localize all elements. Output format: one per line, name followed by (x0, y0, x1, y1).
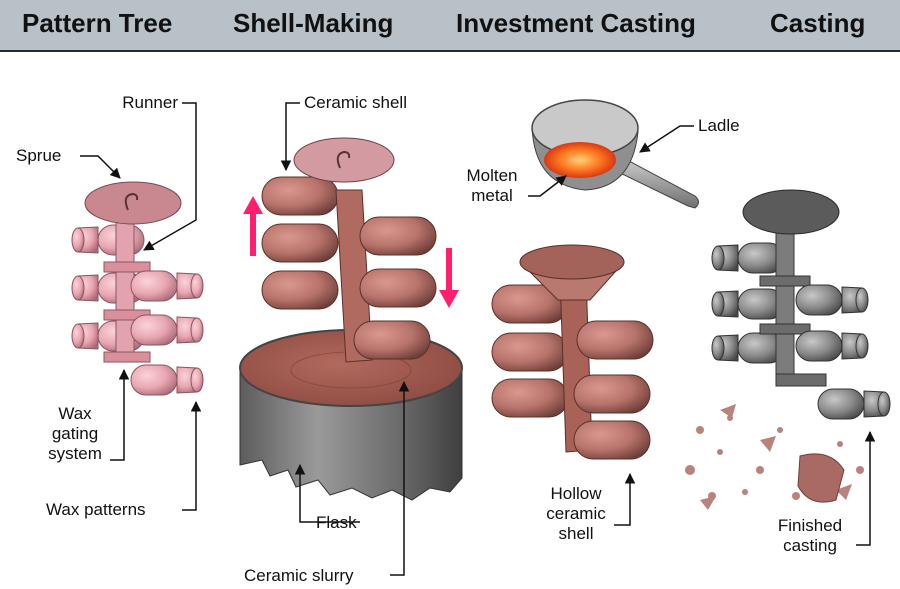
wax-pattern-tree (71, 181, 204, 396)
label-flask: Flask (316, 513, 357, 532)
stage-title-pattern-tree: Pattern Tree (22, 8, 173, 38)
stage-title-casting: Casting (770, 8, 866, 38)
motion-arrows (243, 196, 459, 308)
finished-metal-casting (711, 189, 891, 420)
label-ceramic-shell: Ceramic shell (304, 93, 407, 112)
stage-title-investment-casting: Investment Casting (456, 8, 696, 38)
label-ceramic-slurry: Ceramic slurry (244, 566, 354, 585)
broken-shell-debris (685, 404, 864, 510)
ceramic-coated-tree (261, 137, 437, 363)
investment-casting-diagram (71, 99, 891, 576)
stage-header-bar: Pattern Tree Shell-Making Investment Cas… (0, 0, 900, 52)
leader-lines (80, 102, 876, 576)
ladle-with-molten-metal (531, 99, 699, 209)
stage-title-shell-making: Shell-Making (233, 8, 394, 38)
label-runner: Runner (122, 93, 178, 112)
label-sprue: Sprue (16, 146, 62, 165)
hollow-ceramic-shell (491, 244, 654, 460)
label-wax-patterns: Wax patterns (46, 500, 146, 519)
label-ladle: Ladle (698, 116, 740, 135)
